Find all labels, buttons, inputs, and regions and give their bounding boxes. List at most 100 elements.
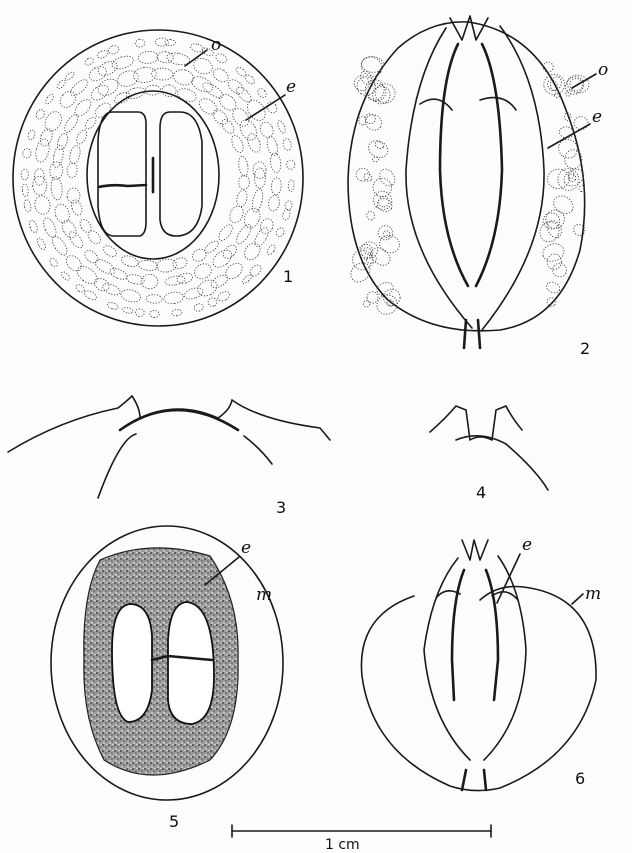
oil-gland	[234, 222, 254, 245]
oil-gland	[246, 132, 263, 154]
oil-gland	[74, 263, 100, 287]
oil-gland	[126, 273, 145, 286]
oil-gland	[157, 51, 174, 63]
oil-gland	[110, 54, 135, 71]
apex-cap-dark	[120, 410, 238, 430]
oil-gland	[216, 222, 235, 242]
scale-bar	[232, 825, 491, 837]
oil-gland	[267, 194, 281, 211]
oil-gland	[116, 68, 140, 88]
figure-number: 1	[283, 267, 293, 286]
figure-number: 3	[276, 498, 286, 517]
oil-gland	[106, 301, 119, 310]
oil-gland	[537, 219, 562, 245]
leader-e	[246, 95, 285, 120]
oil-gland	[241, 240, 263, 263]
figure-number: 5	[169, 812, 179, 831]
oil-gland	[235, 66, 248, 78]
oil-gland	[27, 129, 36, 140]
oil-gland	[253, 161, 267, 178]
oil-gland	[369, 83, 394, 108]
oil-gland	[363, 246, 373, 255]
seed-right	[476, 44, 502, 286]
label-m: m	[585, 584, 601, 604]
oil-gland	[571, 222, 587, 238]
oil-gland	[183, 286, 204, 301]
leader-o	[572, 74, 596, 88]
oil-gland	[347, 259, 374, 286]
oil-gland	[35, 169, 45, 186]
oil-gland	[34, 138, 52, 164]
oil-gland	[57, 88, 79, 110]
seed-left	[440, 44, 468, 286]
figure-3-apex-detail	[8, 396, 330, 498]
style-remnant	[450, 16, 488, 40]
oil-gland	[373, 292, 400, 318]
oil-gland	[256, 87, 268, 99]
oil-gland	[258, 120, 275, 139]
endocarp-stippled	[84, 548, 238, 775]
oil-gland	[365, 80, 390, 105]
fruit-outline	[361, 587, 596, 791]
oil-gland	[35, 108, 46, 120]
oil-gland	[378, 234, 401, 255]
oil-gland	[83, 289, 98, 302]
oil-gland	[36, 237, 47, 251]
oil-gland	[252, 226, 271, 249]
figure-2-longitudinal-section	[347, 16, 590, 348]
oil-gland	[84, 57, 95, 67]
oil-gland	[93, 257, 117, 277]
oil-gland	[210, 107, 230, 127]
oil-gland	[202, 239, 220, 255]
oil-gland	[96, 49, 109, 60]
label-e: e	[286, 77, 296, 97]
oil-gland	[370, 187, 396, 213]
oil-gland	[565, 90, 572, 97]
oil-gland	[235, 189, 248, 208]
cotyledon-marks	[420, 98, 516, 110]
oil-gland	[550, 261, 568, 279]
oil-gland	[82, 248, 100, 265]
oil-gland	[135, 308, 145, 317]
oil-gland	[75, 283, 86, 293]
oil-gland	[258, 217, 275, 236]
oil-gland	[193, 303, 204, 313]
oil-gland	[543, 207, 567, 231]
oil-gland	[541, 241, 566, 264]
oil-gland	[107, 44, 120, 55]
oil-gland	[56, 79, 67, 90]
oil-gland	[67, 230, 85, 250]
oil-gland	[238, 175, 249, 190]
oil-gland	[38, 127, 54, 148]
oil-gland	[89, 82, 111, 103]
oil-gland	[92, 276, 111, 293]
oil-gland	[23, 199, 32, 212]
oil-gland	[234, 85, 253, 104]
seed-locule-right	[168, 602, 214, 724]
oil-gland	[172, 256, 189, 270]
oil-gland	[216, 91, 238, 113]
oil-gland	[226, 77, 246, 97]
label-o: o	[211, 35, 221, 55]
oil-gland	[377, 224, 395, 241]
oil-gland	[78, 217, 94, 234]
oil-gland	[227, 204, 245, 225]
pedicel	[464, 320, 480, 348]
oil-gland	[86, 229, 103, 247]
oil-gland	[62, 112, 80, 134]
label-e: e	[592, 107, 602, 127]
scale-bar-label: 1 cm	[325, 837, 360, 853]
oil-gland	[135, 39, 145, 48]
label-m: m	[256, 585, 272, 605]
oil-gland	[367, 292, 379, 304]
locule-partition	[99, 185, 146, 187]
oil-gland	[22, 184, 29, 197]
oil-gland	[60, 270, 71, 281]
seed-locule-left	[112, 604, 152, 722]
oil-gland	[33, 194, 52, 215]
oil-gland	[155, 38, 168, 46]
oil-gland	[53, 202, 72, 225]
oil-gland	[122, 307, 133, 314]
oil-gland	[70, 198, 84, 216]
